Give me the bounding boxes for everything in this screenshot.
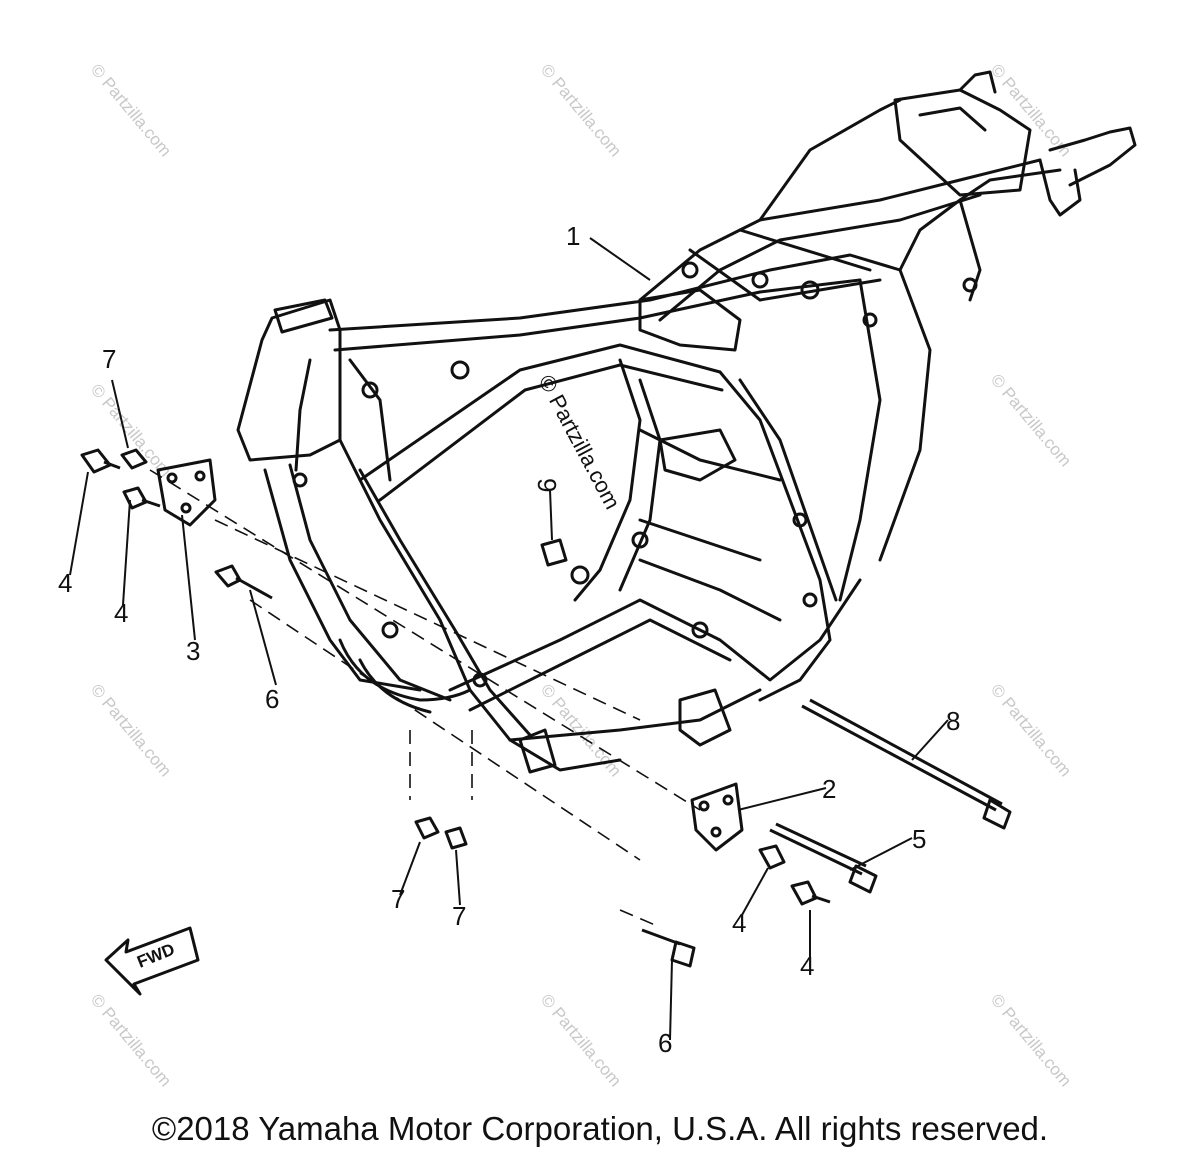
watermarks: © Partzilla.com © Partzilla.com © Partzi…	[87, 60, 1075, 1090]
watermark: © Partzilla.com	[87, 60, 175, 160]
bolt-5	[769, 828, 863, 876]
fwd-arrow-icon: FWD	[104, 926, 200, 996]
bolt-4-right-a	[758, 844, 786, 870]
watermark: © Partzilla.com	[87, 680, 175, 780]
callout-3: 3	[186, 636, 200, 666]
callout-6: 6	[658, 1028, 672, 1058]
nut-7-lower-left	[414, 816, 440, 840]
bracket-3	[156, 458, 217, 527]
callout-4: 4	[114, 598, 128, 628]
frame-part-1	[236, 70, 1137, 774]
nut-7-lower-right	[444, 826, 468, 850]
callout-4: 4	[732, 908, 746, 938]
callout-1: 1	[566, 221, 580, 251]
callout-7: 7	[102, 344, 116, 374]
callout-5: 5	[912, 824, 926, 854]
callout-6: 6	[265, 684, 279, 714]
dashed-guide-lines	[149, 469, 701, 926]
callout-4: 4	[800, 951, 814, 981]
copyright-notice: ©2018 Yamaha Motor Corporation, U.S.A. A…	[151, 1110, 1049, 1147]
shaft-8	[801, 704, 997, 812]
bolt-4-left-top	[80, 448, 112, 474]
watermark: © Partzilla.com	[987, 990, 1075, 1090]
callout-4: 4	[58, 568, 72, 598]
watermark: © Partzilla.com	[987, 680, 1075, 780]
nut-9	[540, 538, 568, 567]
nut-7-left	[120, 448, 148, 470]
callout-8: 8	[946, 706, 960, 736]
watermark: © Partzilla.com	[987, 370, 1075, 470]
small-parts	[80, 448, 1012, 968]
leader-lines	[69, 237, 949, 1041]
callouts: 1 2 3 4 4 4 4 5 6 6 7 7 7 8 9	[58, 221, 960, 1058]
callout-7: 7	[452, 901, 466, 931]
watermark: © Partzilla.com	[537, 990, 625, 1090]
bolt-6-left	[214, 564, 242, 588]
bolt-4-left-low	[122, 486, 148, 510]
bolt-6-lower	[641, 928, 681, 946]
bolt-4-right-b	[790, 880, 818, 906]
callout-2: 2	[822, 774, 836, 804]
callout-7: 7	[391, 884, 405, 914]
callout-9: 9	[532, 478, 562, 492]
watermark: © Partzilla.com	[537, 60, 625, 160]
bracket-2	[690, 782, 744, 852]
watermark: © Partzilla.com	[87, 990, 175, 1090]
